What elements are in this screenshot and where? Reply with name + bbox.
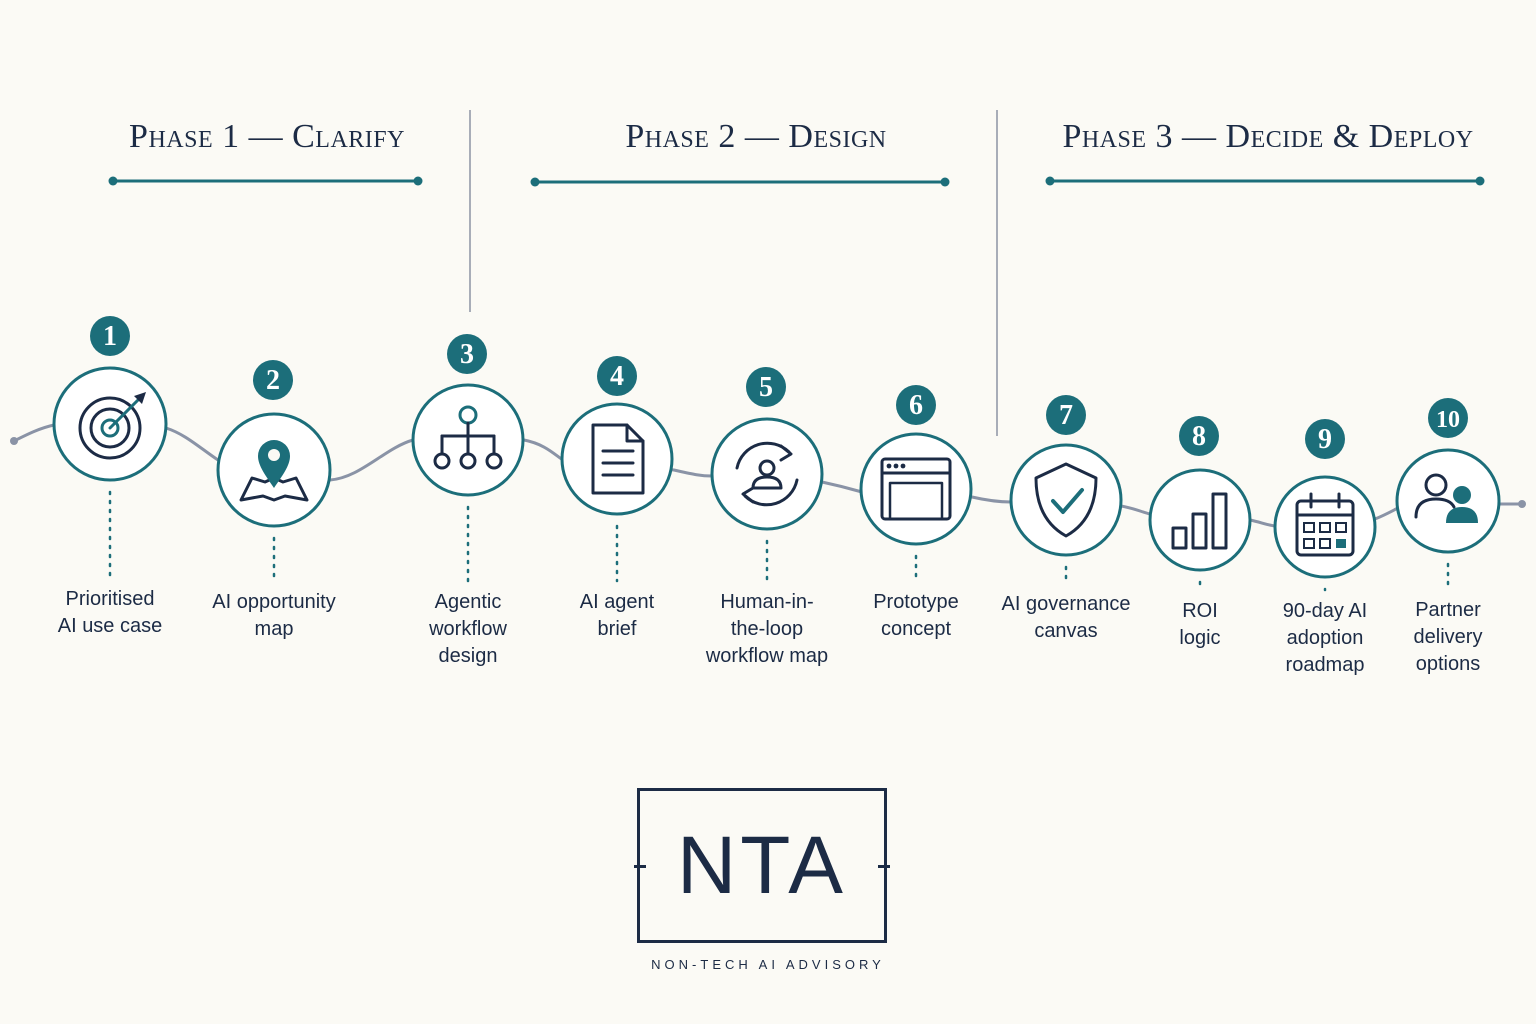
step-6: 6 [859, 385, 973, 583]
step-1: 1 [52, 316, 168, 580]
step-6-label-line: Prototype [873, 591, 959, 613]
logo: NTA [634, 788, 890, 943]
step-1-label-line: Prioritised [65, 588, 155, 610]
step-4: 4 [560, 356, 674, 583]
target-icon [78, 392, 146, 460]
step-4-label-line: brief [597, 618, 637, 640]
step-9-badge [1305, 419, 1345, 459]
step-9-label-line: 90-day AI [1282, 600, 1368, 622]
step-7-badge [1046, 395, 1086, 435]
step-1-label: Prioritised AI use case [35, 586, 185, 640]
bar-chart-icon [1171, 492, 1228, 550]
step-9-number: 9 [1318, 424, 1332, 455]
connector-start-dot [10, 437, 18, 445]
step-3-number: 3 [460, 339, 474, 370]
step-3-label-line: workflow [429, 618, 507, 640]
step-5-number: 5 [759, 372, 773, 403]
step-3: 3 [411, 334, 525, 583]
step-1-badge [90, 316, 130, 356]
shield-check-icon [1034, 462, 1098, 538]
step-4-number: 4 [610, 361, 624, 392]
step-1-node [52, 366, 168, 482]
step-3-badge [447, 334, 487, 374]
connector-end-dot [1518, 500, 1526, 508]
step-1-number: 1 [103, 321, 117, 352]
step-4-label: AI agent brief [542, 589, 692, 643]
step-2: 2 [216, 360, 332, 583]
person-cycle-icon [735, 441, 799, 507]
phase-3-title: Phase 3 — Decide & Deploy [1062, 118, 1474, 155]
step-10-label-line: Partner [1415, 599, 1481, 621]
logo-tagline: NON-TECH AI ADVISORY [651, 957, 885, 972]
partner-people-icon [1414, 473, 1478, 523]
step-6-node [859, 432, 973, 546]
step-5-label-line: the-loop [730, 618, 804, 640]
browser-window-icon [880, 457, 952, 521]
step-4-label-line: AI agent [579, 591, 655, 613]
step-6-label: Prototype concept [841, 589, 991, 643]
step-6-label-line: concept [880, 618, 952, 640]
step-8: 8 [1148, 416, 1252, 592]
step-10-badge [1428, 398, 1468, 438]
phase-2-underline-start [530, 177, 540, 187]
step-2-label: AI opportunity map [199, 589, 349, 643]
phase-1-underline-end [413, 176, 423, 186]
step-8-badge [1179, 416, 1219, 456]
step-8-label-line: logic [1179, 627, 1221, 649]
phase-1-underline-start [108, 176, 118, 186]
step-5-label: Human-in-the-loop workflow map [692, 589, 842, 670]
step-5: 5 [710, 367, 824, 583]
step-7-label-line: AI governance [1001, 593, 1131, 615]
step-2-badge [253, 360, 293, 400]
step-5-label-line: workflow map [705, 645, 829, 667]
step-8-label: ROI logic [1125, 598, 1275, 652]
map-pin-icon [239, 440, 309, 502]
step-8-node [1148, 468, 1252, 572]
step-2-label-line: AI opportunity [212, 591, 336, 613]
step-6-badge [896, 385, 936, 425]
step-2-number: 2 [266, 365, 280, 396]
step-7-node [1009, 443, 1123, 557]
step-9-node [1273, 475, 1377, 579]
step-9: 9 [1273, 419, 1377, 592]
step-5-label-line: Human-in- [720, 591, 814, 613]
step-5-badge [746, 367, 786, 407]
step-10-label: Partner delivery options [1373, 597, 1523, 678]
logo-tick-left [634, 865, 646, 868]
step-8-number: 8 [1192, 421, 1206, 452]
phase-1-title: Phase 1 — Clarify [129, 118, 405, 155]
calendar-icon [1295, 492, 1355, 557]
step-10-label-line: options [1415, 653, 1481, 675]
step-1-label-line: AI use case [57, 615, 163, 637]
step-9-label-line: adoption [1286, 627, 1364, 649]
step-3-label: Agentic workflow design [393, 589, 543, 670]
step-7: 7 [1009, 395, 1123, 585]
step-4-badge [597, 356, 637, 396]
step-6-number: 6 [909, 390, 923, 421]
document-icon [591, 423, 645, 495]
step-10-number: 10 [1436, 407, 1460, 433]
step-4-node [560, 402, 674, 516]
step-9-label-line: roadmap [1285, 654, 1365, 676]
phase-3-underline-start [1045, 176, 1055, 186]
step-8-label-line: ROI [1182, 600, 1218, 622]
phase-3-underline-end [1475, 176, 1485, 186]
phase-2-underline-end [940, 177, 950, 187]
step-10: 10 [1395, 398, 1501, 591]
step-10-label-line: delivery [1413, 626, 1483, 648]
step-3-label-line: Agentic [434, 591, 502, 613]
workflow-hierarchy-icon [433, 405, 503, 470]
step-3-label-line: design [438, 645, 498, 667]
step-7-label: AI governance canvas [991, 591, 1141, 645]
phase-2-title: Phase 2 — Design [625, 118, 887, 155]
step-7-label-line: canvas [1034, 620, 1098, 642]
logo-mark: NTA [677, 819, 847, 911]
step-2-label-line: map [254, 618, 294, 640]
logo-tick-right [878, 865, 890, 868]
step-9-label: 90-day AI adoption roadmap [1250, 598, 1400, 679]
step-7-number: 7 [1059, 400, 1073, 431]
